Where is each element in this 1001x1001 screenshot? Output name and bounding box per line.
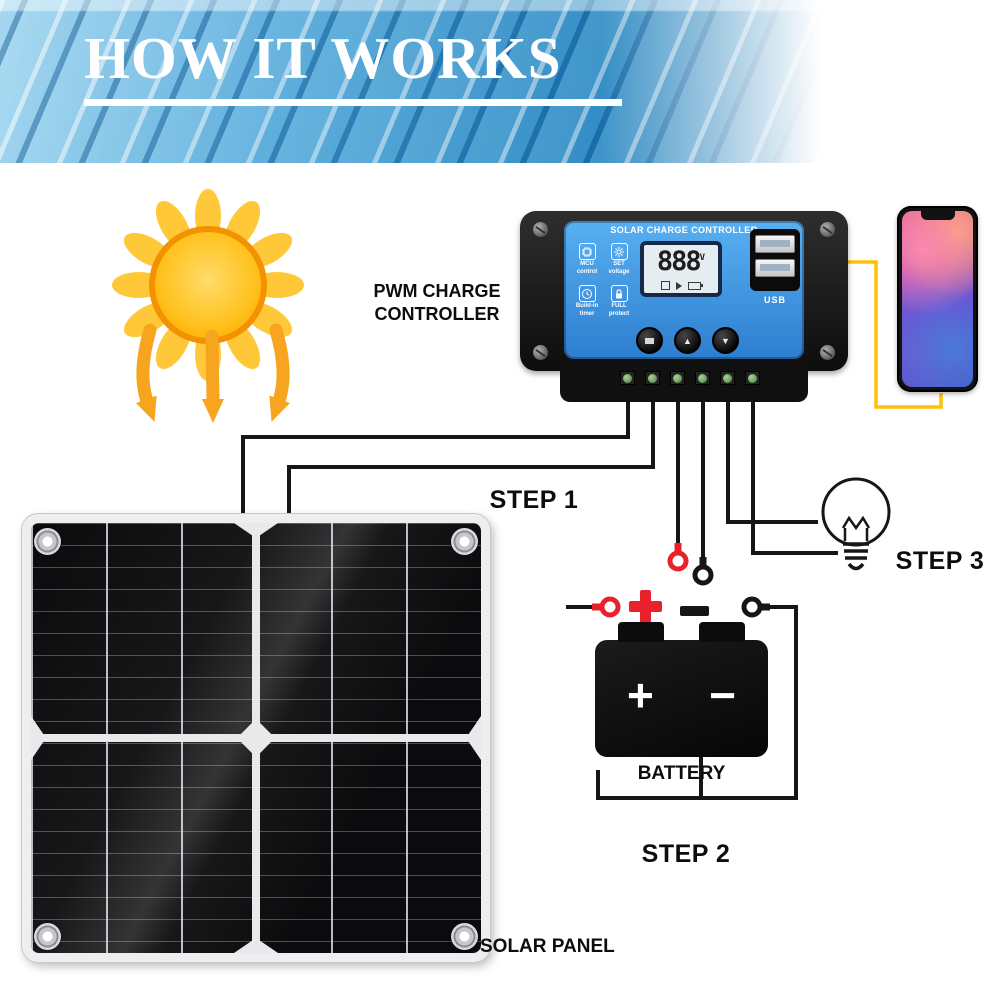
panel-notch: [466, 716, 481, 760]
grommet-icon: [34, 923, 61, 950]
battery-label: BATTERY: [637, 763, 726, 784]
mini-label-line: protect: [608, 310, 630, 317]
lcd-arrow-icon: [676, 281, 682, 290]
lcd-status-icons: [644, 281, 718, 290]
panel-notch: [234, 938, 278, 953]
grommet-icon: [34, 528, 61, 555]
screw-icon: [820, 345, 835, 360]
title-underline: [84, 99, 622, 106]
terminal-screw: [720, 371, 735, 385]
pwm-label-line2: CONTROLLER: [374, 303, 500, 324]
lcd-digits: 888V: [644, 248, 718, 275]
minus-symbol: [680, 606, 709, 616]
usb-port-icon: [755, 259, 795, 277]
ring-connectors: [592, 543, 770, 618]
battery-terminal: [699, 622, 745, 642]
terminal-screw: [620, 371, 635, 385]
battery-terminal: [618, 622, 664, 642]
usb-ports: [750, 229, 800, 291]
up-knob: ▲: [674, 327, 701, 354]
panel-notch: [234, 523, 278, 538]
step3-label: STEP 3: [895, 547, 985, 575]
solar-panel-label: SOLAR PANEL: [480, 936, 615, 957]
red-ring-connector-icon: [599, 596, 621, 618]
red-ring-connector-icon: [667, 550, 689, 572]
screw-icon: [533, 222, 548, 237]
sun-icon: [112, 189, 304, 423]
terminal-screw: [670, 371, 685, 385]
grommet-icon: [451, 528, 478, 555]
usb-port-icon: [755, 235, 795, 253]
mini-label-line: FULL: [611, 303, 627, 309]
down-arrow-icon: ▼: [721, 335, 730, 346]
plus-symbol: [629, 590, 662, 623]
mini-label-line: SET: [613, 261, 625, 267]
black-ring-connector-icon: [692, 564, 714, 586]
pwm-controller-label: PWM CHARGE CONTROLLER: [357, 280, 517, 325]
up-arrow-icon: ▲: [683, 335, 692, 346]
mode-knob: [636, 327, 663, 354]
mini-label-line: control: [576, 268, 598, 275]
mini-label-line: Build-in: [575, 303, 599, 309]
step1-label: STEP 1: [489, 486, 579, 514]
sun-core: [149, 226, 267, 344]
usb-label: USB: [763, 295, 786, 305]
mini-label-line: timer: [579, 310, 595, 317]
down-knob: ▼: [712, 327, 739, 354]
controller-title: SOLAR CHARGE CONTROLLER: [610, 225, 758, 235]
lcd-value: 888: [656, 246, 702, 277]
battery-plus-sign: +: [627, 669, 654, 721]
battery: + −: [595, 622, 768, 757]
smartphone: [897, 206, 978, 392]
grommet-icon: [451, 923, 478, 950]
lcd-display: 888V: [640, 241, 722, 297]
terminal-screw: [695, 371, 710, 385]
phone-notch: [920, 211, 955, 220]
solar-panel-cells: [31, 523, 481, 953]
light-bulb-icon: [821, 477, 891, 571]
sunlight-arrows: [135, 323, 291, 423]
panel-notch: [31, 716, 46, 760]
lcd-battery-icon: [688, 281, 703, 290]
chip-icon: [578, 243, 596, 260]
lcd-panel-icon: [661, 281, 670, 290]
black-ring-connector-icon: [741, 596, 763, 618]
solar-panel: [22, 514, 490, 962]
terminal-row: [620, 371, 760, 385]
terminal-screw: [745, 371, 760, 385]
screw-icon: [820, 222, 835, 237]
mini-label-line: voltage: [608, 268, 630, 275]
usb-cable-line: [812, 260, 943, 409]
gear-icon: [610, 243, 628, 260]
phone-screen: [902, 211, 973, 387]
header-banner: [0, 0, 1001, 163]
clock-icon: [578, 285, 596, 302]
screw-icon: [533, 345, 548, 360]
battery-minus-sign: −: [709, 669, 736, 721]
mini-label-line: MCU: [580, 261, 594, 267]
pwm-label-line1: PWM CHARGE: [373, 281, 501, 301]
terminal-screw: [645, 371, 660, 385]
step2-label: STEP 2: [641, 840, 731, 868]
lock-icon: [610, 285, 628, 302]
lcd-unit: V: [699, 253, 706, 263]
page-title: HOW IT WORKS: [84, 25, 562, 91]
knob-mark: [645, 337, 654, 344]
